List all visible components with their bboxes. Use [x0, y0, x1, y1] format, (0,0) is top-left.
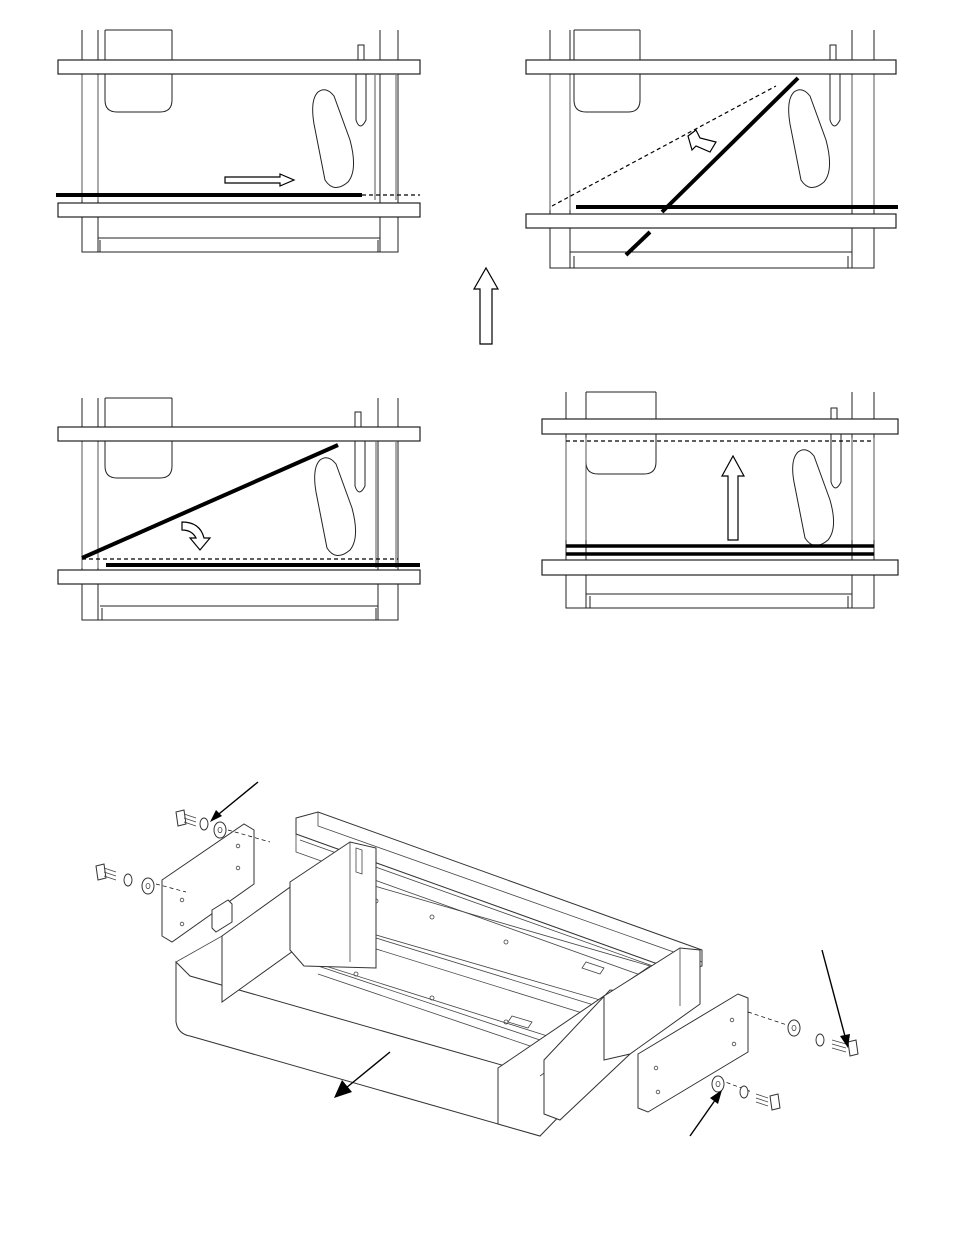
- panel-2: [526, 30, 898, 268]
- callout-arrow-right: [822, 950, 850, 1048]
- rotate-down-arrow: [182, 522, 210, 550]
- panel-3: [58, 398, 420, 620]
- panel-1: [56, 30, 420, 252]
- screw-set-left: [96, 864, 154, 894]
- up-arrow: [474, 268, 498, 344]
- tilt-arrow: [688, 130, 716, 152]
- exploded-view: [96, 782, 858, 1136]
- panel-4: [542, 392, 898, 608]
- lift-up-arrow: [722, 456, 744, 540]
- slide-right-arrow: [225, 174, 294, 186]
- callout-arrow-bottom: [690, 1090, 722, 1136]
- screw-set-bottom-right: [712, 1076, 780, 1110]
- callout-arrow-top: [210, 782, 258, 822]
